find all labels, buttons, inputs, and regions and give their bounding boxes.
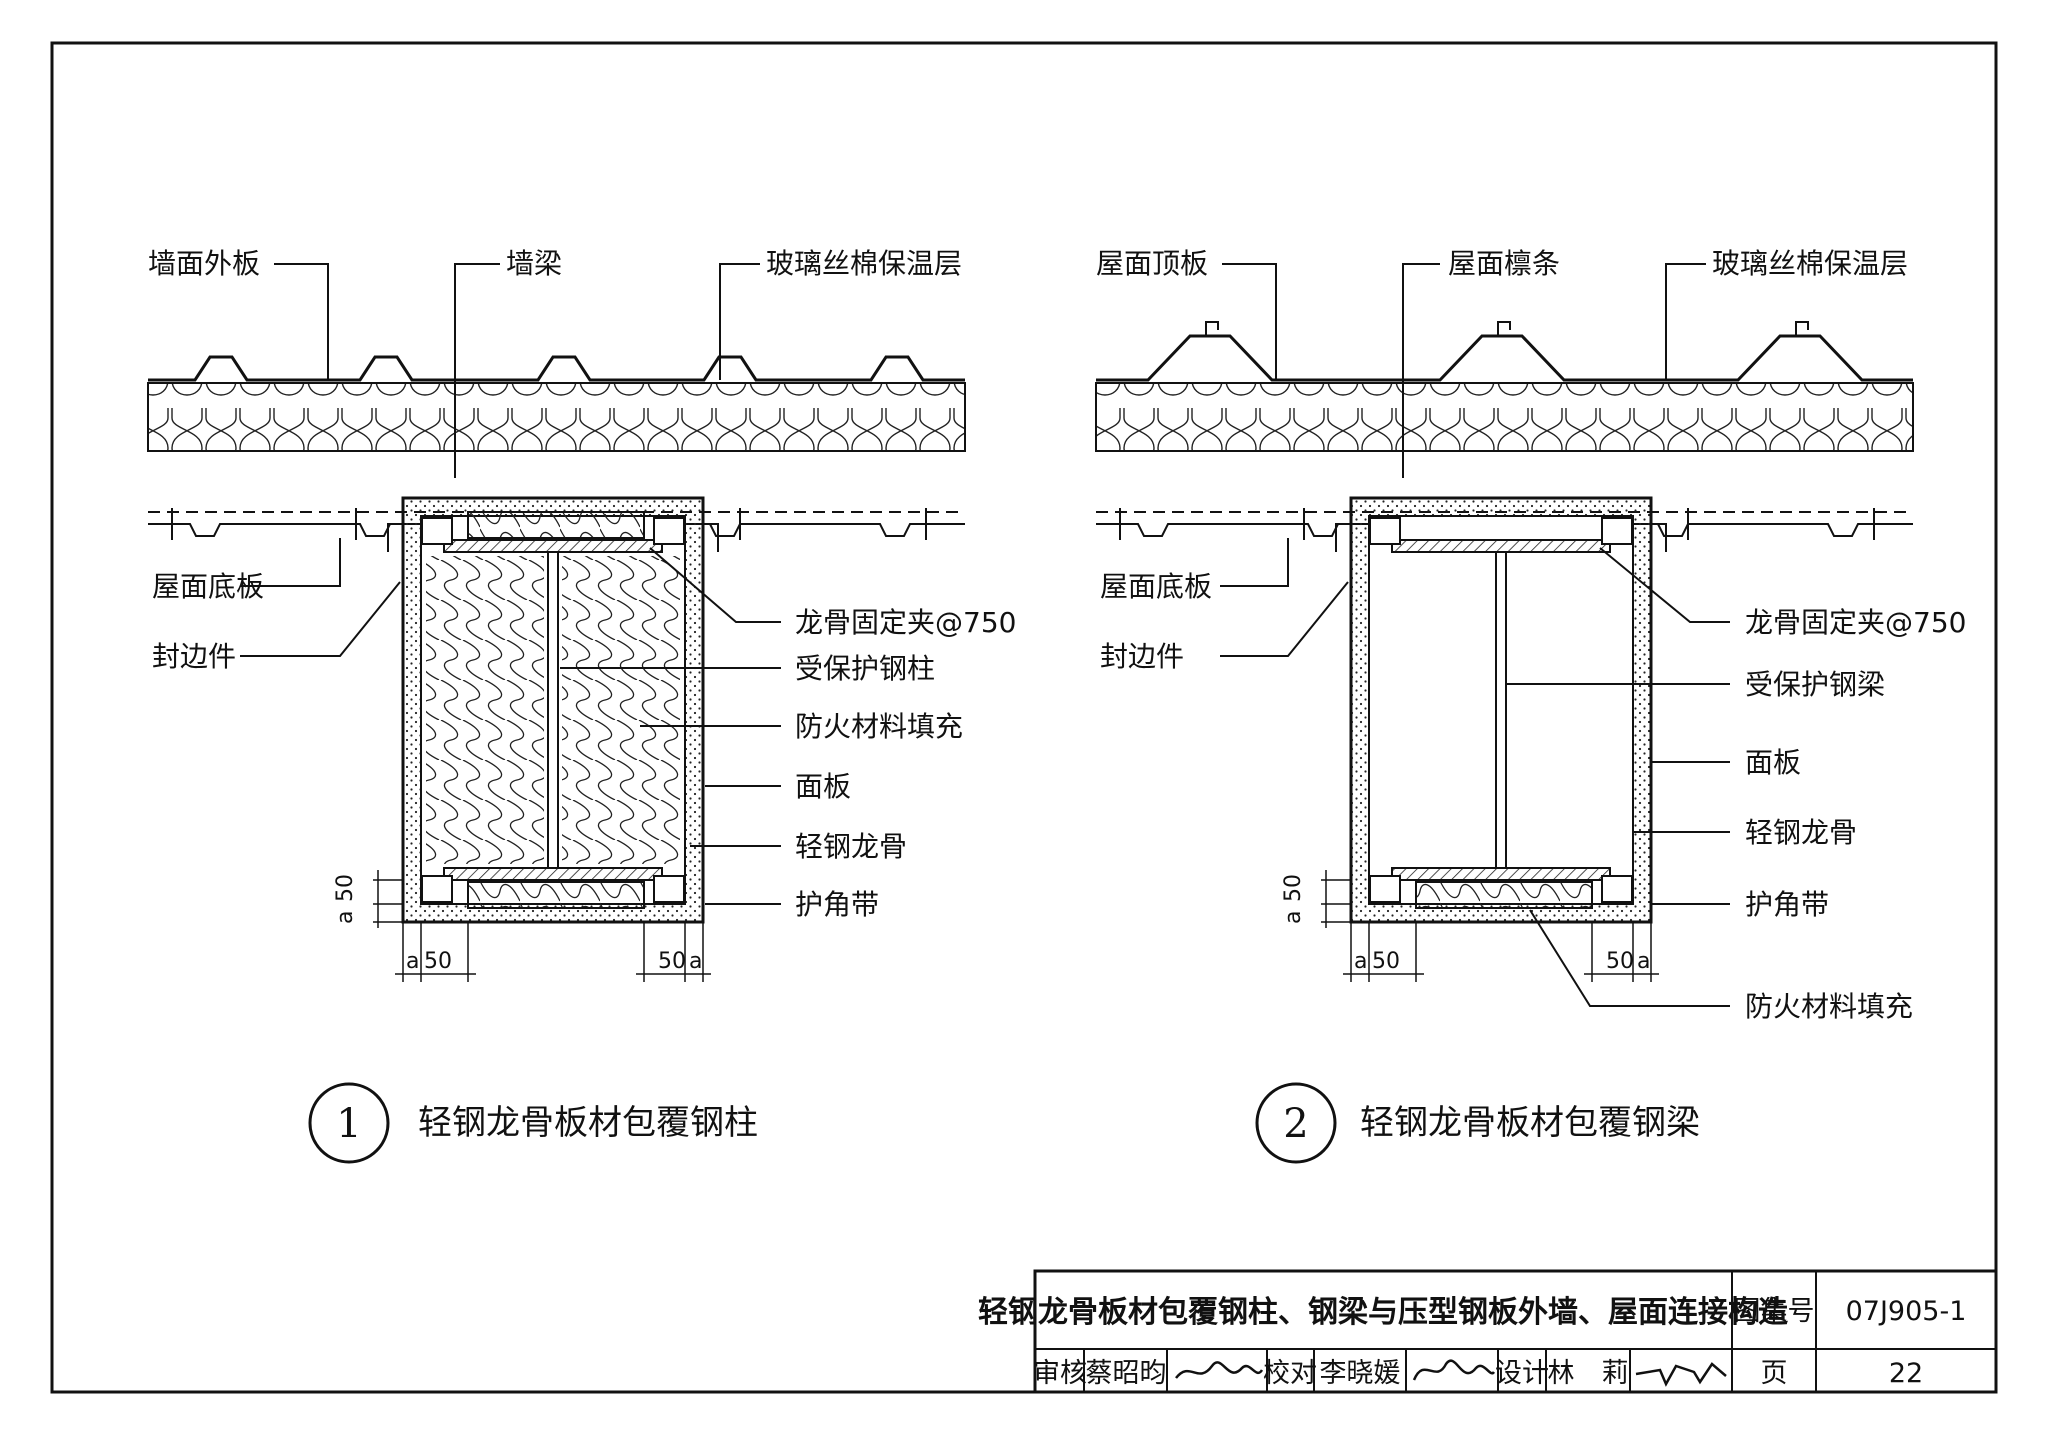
atlas-number-label: 图集号 [1734,1296,1815,1327]
beam-web [1495,551,1507,869]
detail-1-number: 1 [336,1101,361,1147]
check-label: 校对 [1263,1358,1317,1389]
label-roof-insulation: 玻璃丝棉保温层 [1712,247,1908,280]
dim-50-vert: 50 [333,874,358,902]
beam-dim-50-left: 50 [1372,949,1400,974]
reviewer-signature [1175,1361,1264,1379]
checker-name: 李晓媛 [1320,1358,1401,1389]
reviewer-name: 蔡昭昀 [1086,1358,1167,1389]
design-label: 设计 [1495,1358,1549,1389]
detail-1-title: 轻钢龙骨板材包覆钢柱 [418,1103,758,1143]
beam-dim-a-right: a [1637,949,1650,974]
checker-signature [1412,1359,1496,1381]
page-label: 页 [1761,1358,1788,1389]
title-block: 轻钢龙骨板材包覆钢柱、钢梁与压型钢板外墙、屋面连接构造 图集号 07J905-1… [978,1269,1998,1394]
label-wall-outer-panel: 墙面外板 [148,247,260,280]
roof-top-panel-profile [1096,334,1913,382]
label-protected-beam: 受保护钢梁 [1745,668,1885,701]
beam-edge-piece-left [1335,523,1351,552]
beam-top-flange [1391,539,1611,553]
detail-1-number-circle [308,1082,390,1164]
label-face-panel: 面板 [795,770,851,803]
label-beam-keel-clip: 龙骨固定夹@750 [1745,606,1966,639]
designer-signature [1635,1362,1727,1387]
beam-leader-lines [1220,263,1730,1007]
dim-a-left: a [406,949,419,974]
page-number: 22 [1889,1358,1923,1389]
label-light-keel: 轻钢龙骨 [795,830,907,863]
edge-piece-left [387,523,403,552]
label-beam-light-keel: 轻钢龙骨 [1745,816,1857,849]
beam-dim-50-right: 50 [1606,949,1634,974]
detail-2-number: 2 [1283,1101,1308,1147]
sheet-border [50,41,1998,1394]
standing-seams [1205,321,1809,336]
beam-bottom-flange [1391,867,1611,881]
beam-dimension-lines [1321,870,1659,982]
beam-bottom-fire-fill [1415,881,1593,909]
dim-a-right: a [689,949,702,974]
roof-insulation-band [1095,382,1914,452]
corner-keels [421,517,685,903]
label-keel-clip: 龙骨固定夹@750 [795,606,1016,639]
detail-1: a 50 a 50 50 a 墙面外板 墙梁 玻璃丝棉保温层 屋面底板 封边件 … [147,247,1016,1164]
insulation-band [147,382,966,452]
label-corner-strip: 护角带 [795,888,879,921]
label-beam-face-panel: 面板 [1745,746,1801,779]
label-fire-fill: 防火材料填充 [795,710,963,743]
fire-fill-right [562,556,680,864]
leader-lines [240,263,781,905]
title-block-title: 轻钢龙骨板材包覆钢柱、钢梁与压型钢板外墙、屋面连接构造 [978,1295,1788,1330]
label-roof-bottom-panel: 屋面底板 [1100,570,1212,603]
fire-fill-left [426,556,544,864]
detail-2-number-circle [1255,1082,1337,1164]
edge-piece-right [703,523,719,552]
column-web [547,551,559,869]
dimension-lines [373,870,711,982]
label-roof-purlin: 屋面檩条 [1448,247,1560,280]
beam-dim-a-vert: a [1281,911,1306,924]
wall-outer-panel-profile [148,355,965,382]
label-insulation: 玻璃丝棉保温层 [766,247,962,280]
label-edge-piece: 封边件 [152,640,236,673]
beam-dim-50-vert: 50 [1281,874,1306,902]
review-label: 审核 [1033,1358,1087,1389]
detail-2-title: 轻钢龙骨板材包覆钢梁 [1360,1103,1700,1143]
label-wall-beam: 墙梁 [506,247,562,280]
column-bottom-flange [443,867,663,881]
bottom-fire-fill [467,881,645,909]
label-protected-column: 受保护钢柱 [795,652,935,685]
label-roof-top-panel: 屋面顶板 [1096,247,1208,280]
dim-50-right: 50 [658,949,686,974]
label-beam-edge-piece: 封边件 [1100,640,1184,673]
beam-corner-keels [1369,517,1633,903]
column-top-flange [443,539,663,553]
dim-a-vert: a [333,911,358,924]
label-beam-fire-fill: 防火材料填充 [1745,990,1913,1023]
label-beam-corner-strip: 护角带 [1745,888,1829,921]
top-fire-fill [467,511,645,539]
detail-2: a 50 a 50 50 a 屋面顶板 屋面檩条 玻璃丝棉保温层 屋面底板 封边… [1095,247,1966,1164]
designer-name: 林 莉 [1548,1358,1629,1389]
dim-50-left: 50 [424,949,452,974]
atlas-number: 07J905-1 [1846,1296,1967,1327]
roof-screw-marks [1119,508,1875,540]
screw-marks [171,508,927,540]
beam-dim-a-left: a [1354,949,1367,974]
label-bottom-panel: 屋面底板 [152,570,264,603]
beam-edge-piece-right [1651,523,1667,552]
